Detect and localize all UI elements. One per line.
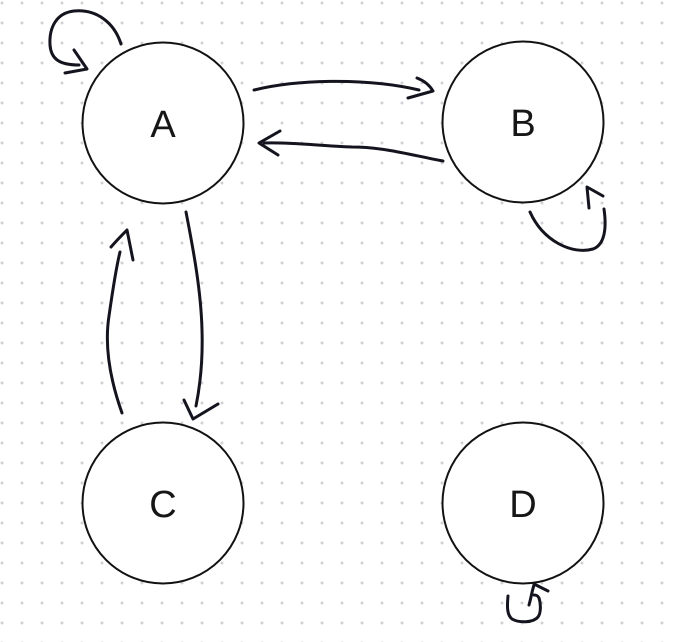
edge-a-to-c-arrowhead[interactable] [182,398,220,421]
node-a[interactable]: A [81,41,245,205]
edge-b-to-a-line[interactable] [262,141,445,163]
edge-c-to-a-line[interactable] [105,250,124,415]
edge-a-to-b-arrowhead[interactable] [406,76,435,100]
edge-d-self-loop-line[interactable] [506,593,542,624]
edge-a-self-loop-line[interactable] [48,9,123,67]
node-b-circle[interactable] [441,40,605,204]
node-d-circle[interactable] [441,421,605,585]
edge-a-to-c-line[interactable] [184,210,204,408]
node-c-label: C [149,484,176,526]
node-d-label: D [509,484,536,526]
edge-d-self-loop[interactable] [506,582,550,624]
node-c[interactable]: C [81,421,245,585]
edge-a-to-c[interactable] [182,210,220,421]
node-b-label: B [510,103,535,145]
edge-a-self-loop[interactable] [48,9,123,75]
edge-b-to-a[interactable] [257,129,445,163]
edge-a-to-b[interactable] [252,76,435,100]
edge-c-to-a[interactable] [105,228,135,415]
edge-b-self-loop-arrowhead[interactable] [585,185,605,210]
node-a-circle[interactable] [81,41,245,205]
node-c-circle[interactable] [81,421,245,585]
edge-c-to-a-arrowhead[interactable] [109,228,135,262]
node-a-label: A [150,104,176,146]
edge-b-self-loop[interactable] [528,185,607,252]
edge-a-self-loop-arrowhead[interactable] [63,48,89,75]
edge-b-to-a-arrowhead[interactable] [257,129,282,157]
edge-b-self-loop-line[interactable] [528,207,607,252]
node-b[interactable]: B [441,40,605,204]
node-d[interactable]: D [441,421,605,585]
edge-d-self-loop-arrowhead[interactable] [527,582,550,607]
edge-a-to-b-line[interactable] [252,79,421,92]
